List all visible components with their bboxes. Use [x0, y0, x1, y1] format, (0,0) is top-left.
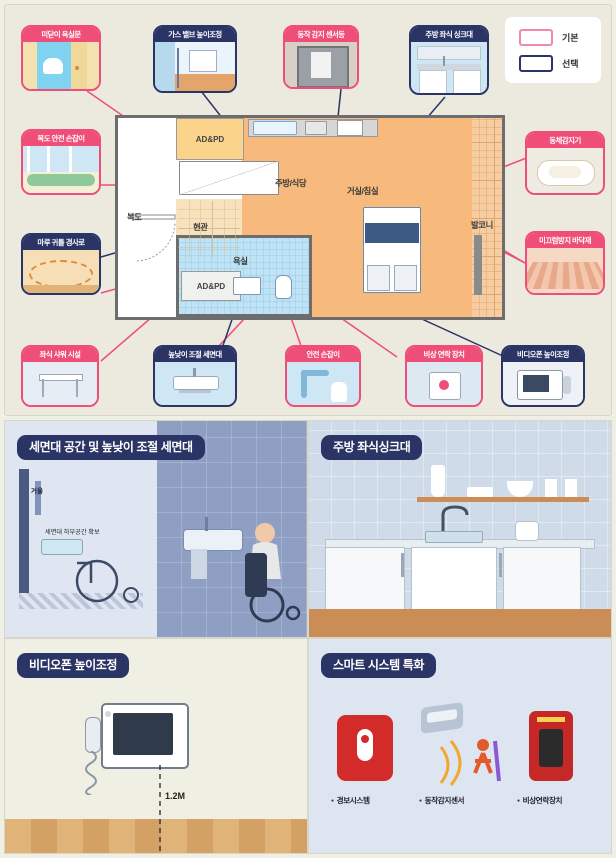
panel-basin-title: 세면대 공간 및 높낮이 조절 세면대	[17, 435, 205, 460]
legend-label-optional: 선택	[562, 58, 579, 69]
callout-emergency-call[interactable]: 비상 연락 장치	[405, 345, 483, 407]
callout-label: 가스 밸브 높이조정	[155, 27, 235, 42]
room-label-kitchen: 주방/식당	[275, 178, 307, 188]
panel-basin: 거울 세면대 하부공간 확보 세면대 공간 및 높낮이 조절 세면대	[4, 420, 308, 638]
callout-seated-shower[interactable]: 좌식 샤워 시설	[21, 345, 99, 407]
panel-sink-title: 주방 좌식싱크대	[321, 435, 423, 460]
wheelchair-icon	[75, 559, 139, 603]
callout-label: 미닫이 욕실문	[23, 27, 99, 42]
dimension-line	[159, 765, 161, 851]
emergency-device-icon	[529, 711, 573, 781]
callout-label: 좌식 샤워 시설	[23, 347, 97, 362]
room-label-balcony: 발코니	[471, 220, 493, 230]
panel-smart-system: 경보시스템 동작감지센서 비상연락장치 스마트 시스템 특화	[308, 638, 612, 854]
callout-sliding-bathroom-door[interactable]: 미닫이 욕실문	[21, 25, 101, 91]
room-label-bathroom: 욕실	[233, 256, 248, 266]
smart-caption-motion: 동작감지센서	[419, 795, 465, 806]
room-adpd-top: AD&PD	[176, 118, 244, 160]
callout-gas-valve-height[interactable]: 가스 밸브 높이조정	[153, 25, 237, 93]
callout-anti-slip-floor[interactable]: 미끄럼방지 바닥재	[525, 231, 605, 295]
callout-videophone-height[interactable]: 비디오폰 높이조정	[501, 345, 585, 407]
callout-label: 동작 감지 센서등	[285, 27, 357, 42]
callout-motion-sensor-light[interactable]: 동작 감지 센서등	[283, 25, 359, 89]
clearance-label: 세면대 하부공간 확보	[45, 529, 100, 536]
callout-label: 비디오폰 높이조정	[503, 347, 583, 362]
callout-motion-detector[interactable]: 동체감지기	[525, 131, 605, 195]
door-swing	[132, 214, 176, 262]
callout-label: 마루 귀틀 경사로	[23, 235, 99, 250]
legend-swatch-basic	[519, 28, 553, 46]
panel-videophone: 1.2M 비디오폰 높이조정	[4, 638, 308, 854]
room-label-entrance: 현관	[193, 222, 208, 232]
smart-caption-alarm: 경보시스템	[331, 795, 370, 806]
phone-cord-icon	[85, 751, 97, 795]
callout-kitchen-seated-sink[interactable]: 주방 좌식 싱크대	[409, 25, 489, 95]
person-wheelchair-icon	[245, 523, 301, 623]
legend-item-basic: 기본	[519, 28, 601, 46]
callout-label: 비상 연락 장치	[407, 347, 481, 362]
floorplan-overview: AD&PD AD&PD 복도 현관 주방/식당 거실/침실 발코	[4, 4, 612, 416]
floor-plan: AD&PD AD&PD 복도 현관 주방/식당 거실/침실 발코	[115, 115, 505, 320]
callout-label: 복도 안전 손잡이	[23, 131, 99, 146]
room-adpd-bath: AD&PD	[181, 271, 241, 301]
legend-label-basic: 기본	[562, 32, 579, 43]
faucet-icon	[441, 505, 469, 531]
callout-label: 높낮이 조절 세면대	[155, 347, 235, 362]
callout-label: 동체감지기	[527, 133, 603, 148]
callout-label: 주방 좌식 싱크대	[411, 27, 487, 42]
alarm-icon	[337, 715, 393, 781]
legend-item-optional: 선택	[519, 54, 601, 72]
callout-floor-sill-ramp[interactable]: 마루 귀틀 경사로	[21, 233, 101, 295]
videophone-dimension: 1.2M	[165, 791, 186, 801]
motion-waves-icon	[439, 739, 501, 786]
motion-sensor-icon	[421, 702, 463, 734]
legend-swatch-optional	[519, 54, 553, 72]
callout-safety-grab-bar[interactable]: 안전 손잡이	[285, 345, 361, 407]
smart-caption-emergency: 비상연락장치	[517, 795, 563, 806]
panel-videophone-title: 비디오폰 높이조정	[17, 653, 130, 678]
mirror-label: 거울	[31, 488, 43, 495]
legend: 기본 선택	[505, 17, 601, 83]
panel-kitchen-sink: 주방 좌식싱크대	[308, 420, 612, 638]
callout-label: 안전 손잡이	[287, 347, 359, 362]
panel-smart-title: 스마트 시스템 특화	[321, 653, 436, 678]
room-label-living: 거실/침실	[347, 186, 379, 196]
callout-height-adjust-basin[interactable]: 높낮이 조절 세면대	[153, 345, 237, 407]
callout-label: 미끄럼방지 바닥재	[527, 233, 603, 248]
room-label-corridor: 복도	[127, 212, 142, 222]
callout-corridor-handrail[interactable]: 복도 안전 손잡이	[21, 129, 101, 195]
